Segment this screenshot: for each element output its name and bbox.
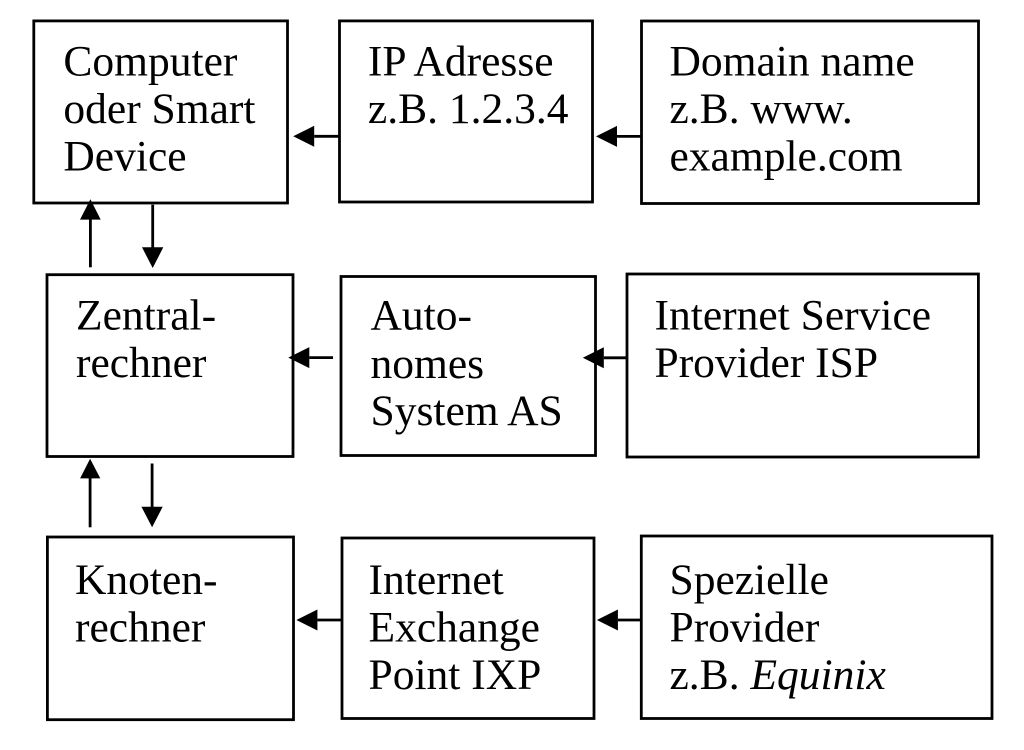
svg-text:Provider ISP: Provider ISP [655,339,879,387]
svg-text:z.B. www.: z.B. www. [670,85,853,133]
svg-text:Domain name: Domain name [670,37,915,85]
svg-text:Internet Service: Internet Service [655,292,932,340]
svg-text:oder Smart: oder Smart [63,85,255,133]
svg-text:z.B. Equinix: z.B. Equinix [670,651,886,699]
svg-text:Auto-: Auto- [371,292,473,340]
svg-text:Point IXP: Point IXP [369,651,542,699]
svg-text:Provider: Provider [670,604,820,652]
svg-text:z.B. 1.2.3.4: z.B. 1.2.3.4 [368,85,569,133]
svg-text:Zentral-: Zentral- [76,292,216,340]
svg-text:Computer: Computer [63,37,237,85]
svg-text:nomes: nomes [371,340,485,388]
svg-text:Spezielle: Spezielle [670,556,829,604]
svg-text:rechner: rechner [75,604,206,652]
svg-text:Exchange: Exchange [369,604,541,652]
svg-text:rechner: rechner [76,339,207,387]
svg-text:Knoten-: Knoten- [75,556,218,604]
svg-text:IP Adresse: IP Adresse [368,37,554,85]
svg-text:Internet: Internet [369,556,504,604]
svg-text:Device: Device [63,132,186,180]
svg-text:example.com: example.com [670,132,903,180]
svg-text:System AS: System AS [371,387,563,435]
